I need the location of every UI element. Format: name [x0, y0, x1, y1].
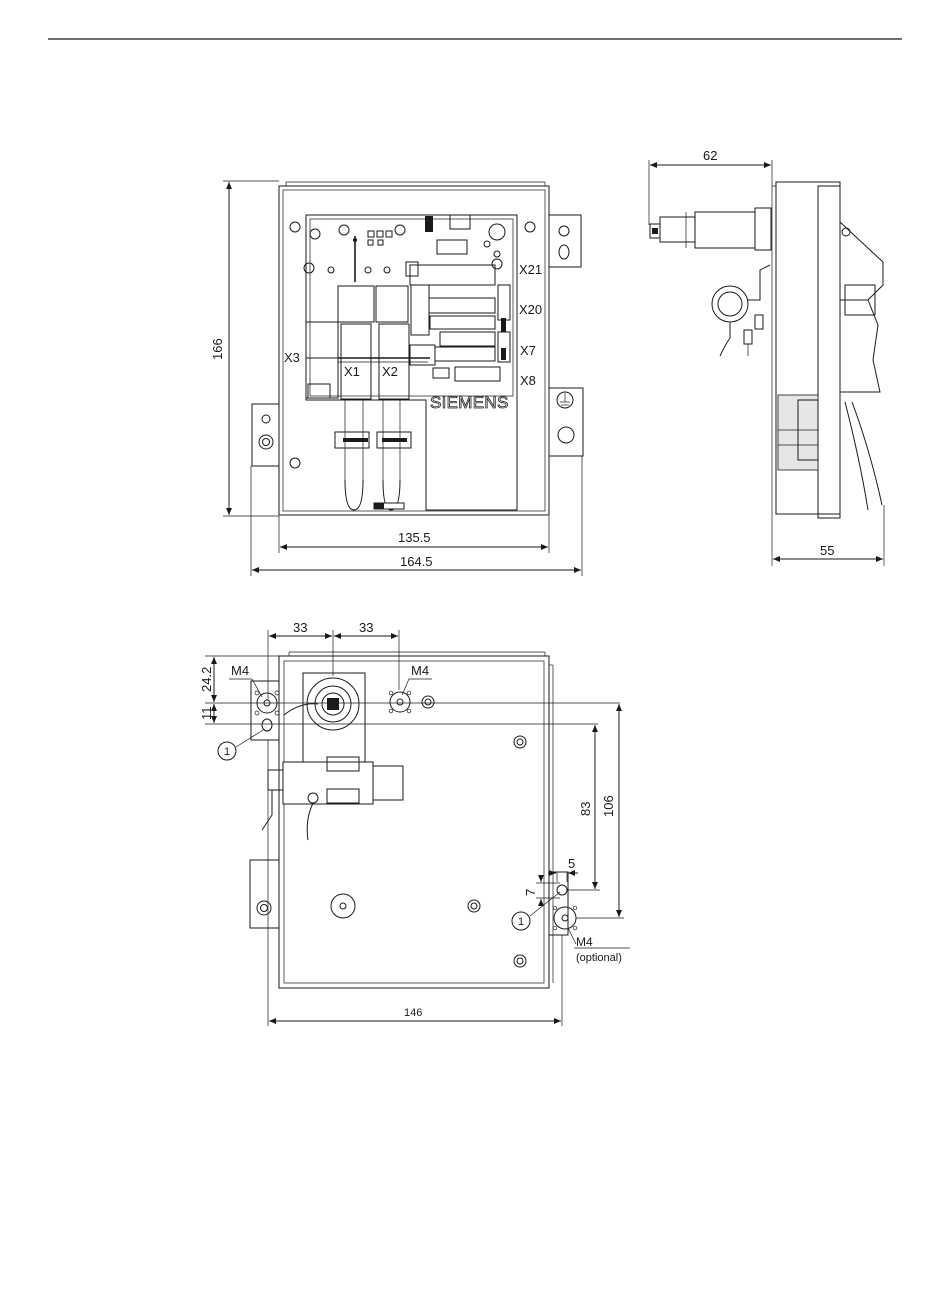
connector-label-x21: X21 — [519, 262, 542, 277]
dim-vertical-83: 83 — [578, 802, 593, 816]
dim-5: 5 — [568, 856, 575, 871]
thread-label-center: M4 — [411, 663, 429, 678]
dim-top-offset: 24.2 — [199, 667, 214, 692]
connector-label-x20: X20 — [519, 302, 542, 317]
thread-label-left: M4 — [231, 663, 249, 678]
callout-right: 1 — [518, 916, 524, 928]
front-view: X21 X20 X7 X8 X3 X1 X2 SIEMENS 166 135.5… — [210, 181, 583, 576]
connector-label-x1: X1 — [344, 364, 360, 379]
dim-hole-pitch: 11 — [199, 707, 214, 721]
dim-side-top: 62 — [703, 148, 717, 163]
thread-label-optional: M4 — [576, 935, 593, 949]
dim-overall-width: 164.5 — [400, 554, 433, 569]
connector-label-x8: X8 — [520, 373, 536, 388]
dim-7: 7 — [523, 889, 538, 896]
connector-label-x2: X2 — [382, 364, 398, 379]
connector-label-x7: X7 — [520, 343, 536, 358]
optional-note: (optional) — [576, 952, 622, 964]
rear-view: 33 33 24.2 11 M4 M4 1 83 106 5 — [199, 620, 630, 1026]
dim-spacing-1: 33 — [293, 620, 307, 635]
dim-vertical-106: 106 — [601, 795, 616, 817]
siemens-logo: SIEMENS — [430, 393, 509, 412]
dim-spacing-2: 33 — [359, 620, 373, 635]
dim-inner-width: 135.5 — [398, 530, 431, 545]
side-view: 62 55 — [649, 148, 884, 566]
dim-height-166: 166 — [210, 338, 225, 360]
dim-width-146: 146 — [404, 1007, 422, 1019]
callout-left: 1 — [224, 746, 230, 758]
dim-side-bottom: 55 — [820, 543, 834, 558]
connector-label-x3: X3 — [284, 350, 300, 365]
